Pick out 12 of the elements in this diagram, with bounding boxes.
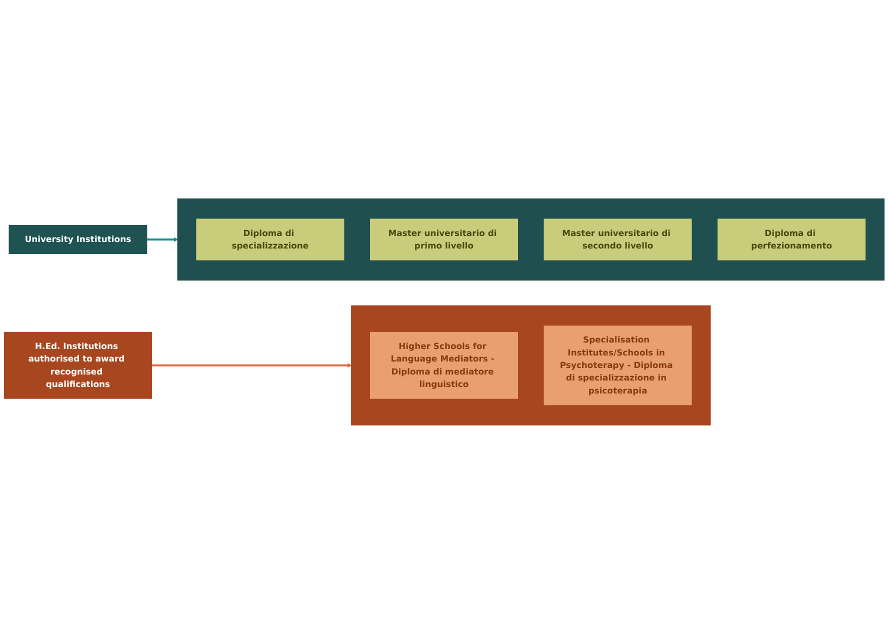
- arrow: [152, 362, 352, 368]
- node-box: Specialisation Institutes/Schools in Psychoterapy - Diploma di specializzazione in psicoterapia: [544, 325, 692, 405]
- node-box: Diploma di specializzazione: [196, 218, 344, 260]
- node-box: University Institutions: [8, 224, 148, 254]
- node-box: H.Ed. Institutions authorised to award recognised qualifications: [4, 332, 152, 398]
- cluster: [177, 198, 885, 280]
- node-box: Higher Schools for Language Mediators - Diploma di mediatore linguistico: [370, 332, 518, 398]
- cluster: [351, 304, 711, 425]
- arrow: [146, 236, 178, 242]
- node-box: Diploma di perfezionamento: [718, 218, 866, 260]
- node-box: Master universitario di primo livello: [370, 218, 518, 260]
- node-box: Master universitario di secondo livello: [544, 218, 692, 260]
